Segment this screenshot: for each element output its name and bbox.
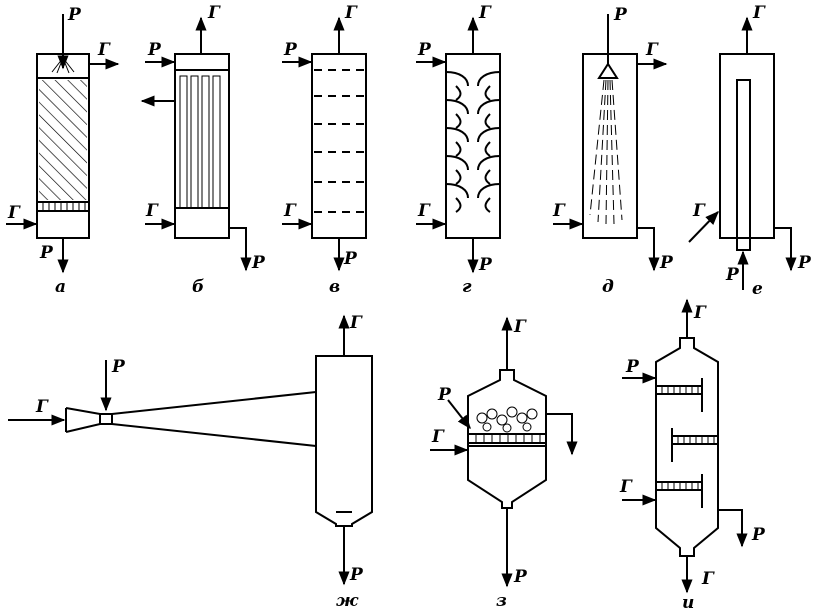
label-liquid-in: P [437, 385, 452, 405]
label-gas-out: Г [752, 3, 766, 23]
venturi-upper-wall [65, 391, 317, 415]
label-liquid-in: P [111, 357, 126, 377]
label-gas-in: Г [35, 397, 49, 417]
diagram-g-baffle-column: Г P Г P г [416, 3, 501, 297]
label-liquid-in: P [283, 40, 298, 60]
label-liquid-out: P [251, 253, 266, 273]
diagram-v-tray-column: Г P Г P в [282, 3, 367, 297]
label-liquid-out: P [349, 565, 364, 585]
support-grid [467, 433, 547, 444]
label-gas-out: Г [349, 313, 363, 333]
diagram-a-packed-column: P Г Г P а [6, 5, 120, 297]
inner-tube [736, 79, 751, 251]
column-shell [467, 369, 547, 509]
packing-hatch [39, 80, 87, 200]
label-liquid-in: P [725, 265, 740, 285]
label-liquid-out: P [39, 243, 54, 263]
caption-d: д [602, 277, 614, 297]
spray-cone [589, 79, 623, 225]
label-liquid-in: P [417, 40, 432, 60]
venturi-lower-wall [65, 423, 317, 447]
label-gas-out: Г [693, 303, 707, 323]
diagram-zh-venturi-scrubber: Г P Г P ж [8, 313, 373, 611]
label-gas-in: Г [145, 201, 159, 221]
caption-i: и [682, 593, 694, 613]
diagram-e-bubble-tube-column: Г Г P P е [688, 3, 812, 299]
tube-bundle [179, 75, 221, 209]
label-liquid-out: P [513, 567, 528, 587]
label-gas-out: Г [207, 3, 221, 23]
column-shell [655, 337, 719, 557]
diagram-b-film-column: Г P Г P б [140, 3, 266, 297]
diagram-d-spray-column: P Г Г P д [552, 5, 674, 297]
spray-nozzle [597, 62, 619, 79]
label-liquid-in: P [613, 5, 628, 25]
baffles [445, 71, 501, 213]
label-gas-out: Г [478, 3, 492, 23]
caption-v: в [329, 277, 340, 297]
label-gas-out: Г [645, 40, 659, 60]
label-gas-in: Г [552, 201, 566, 221]
support-grid [36, 201, 90, 212]
label-liquid-out: P [343, 249, 358, 269]
label-gas-out: Г [344, 3, 358, 23]
label-liquid-out: P [659, 253, 674, 273]
label-liquid-in: P [625, 357, 640, 377]
label-gas-out-bottom: Г [701, 569, 715, 589]
caption-zh: ж [336, 591, 359, 611]
label-liquid-out: P [478, 255, 493, 275]
label-gas-in: Г [619, 477, 633, 497]
caption-a: а [55, 277, 66, 297]
mobile-packing-spheres [476, 406, 538, 433]
label-gas-in: Г [431, 427, 445, 447]
column-shell [311, 53, 367, 239]
label-gas-out: Г [513, 317, 527, 337]
column-shell [719, 53, 775, 239]
caption-e: е [752, 279, 763, 299]
separator-vessel [315, 355, 373, 527]
label-gas-in: Г [7, 203, 21, 223]
caption-g: г [462, 277, 472, 297]
label-liquid-out: P [751, 525, 766, 545]
column-shell [582, 53, 638, 239]
caption-b: б [192, 277, 204, 297]
diagram-i-multistage-column: Г P Г P Г и [619, 298, 766, 613]
diagram-z-mobile-packing-column: Г P Г P з [430, 316, 578, 611]
label-gas-in: Г [692, 201, 706, 221]
caption-z: з [496, 591, 507, 611]
label-liquid-out: P [797, 253, 812, 273]
label-gas-out: Г [97, 40, 111, 60]
throat [99, 413, 113, 425]
label-liquid-in: P [67, 5, 82, 25]
label-liquid-in: P [147, 40, 162, 60]
column-shell [445, 53, 501, 239]
trays [655, 378, 719, 508]
label-gas-in: Г [283, 201, 297, 221]
trays [314, 69, 364, 213]
label-gas-in: Г [417, 201, 431, 221]
